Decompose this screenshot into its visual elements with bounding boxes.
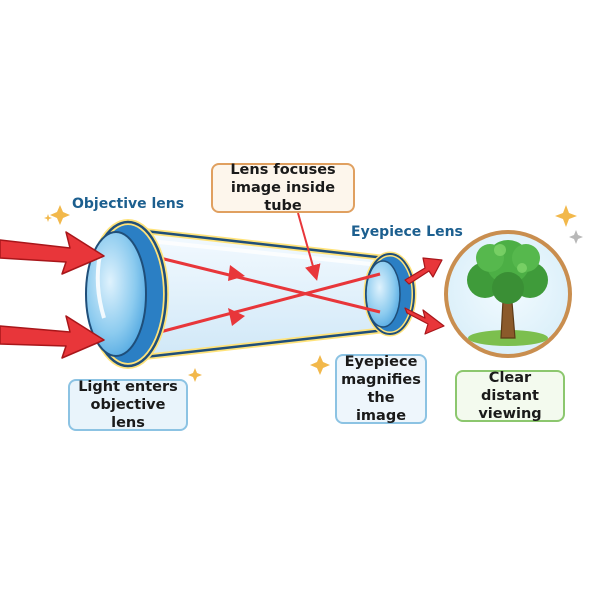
- outgoing-rays: [404, 257, 445, 335]
- clear-viewing-callout-text: Clear distant viewing: [478, 369, 542, 423]
- focus-pointer: [297, 212, 321, 281]
- eyepiece-lens-label: Eyepiece Lens: [351, 224, 463, 240]
- objective-lens: [85, 219, 169, 369]
- incoming-light-arrows: [0, 231, 105, 359]
- objective-lens-label: Objective lens: [72, 196, 185, 212]
- light-enters-callout: Light enters objective lens: [68, 379, 188, 431]
- light-enters-callout-text: Light enters objective lens: [78, 378, 178, 432]
- eyepiece-lens: [363, 251, 417, 337]
- focus-callout: Lens focuses image inside tube: [211, 161, 355, 215]
- focus-callout-text: Lens focuses image inside tube: [230, 161, 336, 215]
- clear-viewing-callout: Clear distant viewing: [455, 370, 565, 422]
- sparkle-icon: [44, 205, 583, 382]
- tree-icon: [444, 230, 572, 358]
- eyepiece-callout: Eyepiece magnifies the image: [335, 354, 427, 424]
- eyepiece-callout-text: Eyepiece magnifies the image: [341, 353, 421, 425]
- internal-rays: [159, 256, 381, 334]
